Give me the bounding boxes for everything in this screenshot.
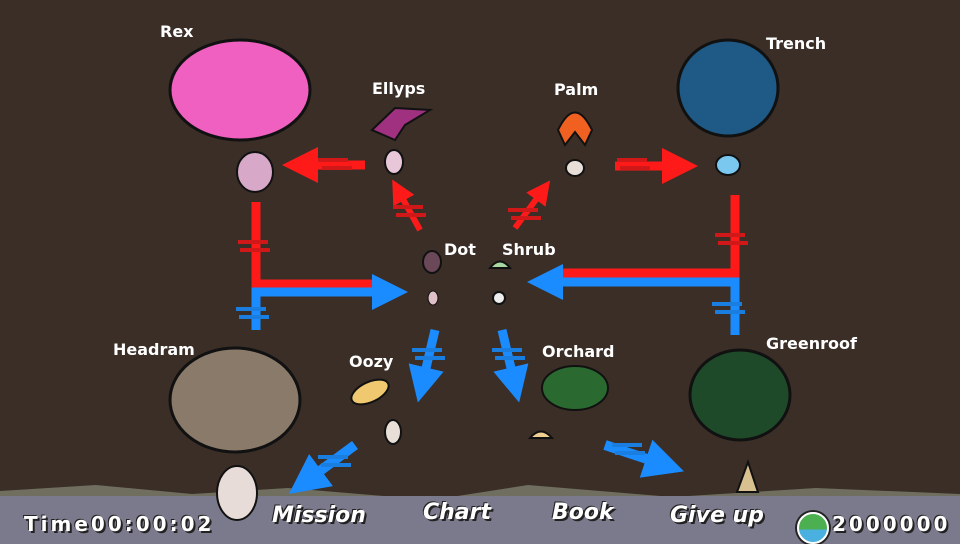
label-rex[interactable]: Rex	[160, 22, 194, 41]
orchard-seed[interactable]	[527, 430, 555, 439]
leaf-points-icon	[797, 512, 829, 544]
palm-seed[interactable]	[565, 159, 585, 177]
label-dot[interactable]: Dot	[444, 240, 476, 259]
label-palm[interactable]: Palm	[554, 80, 599, 99]
give-up-button[interactable]: Give up	[670, 503, 764, 528]
arrow-dot-to-ellyps	[392, 179, 423, 232]
label-trench[interactable]: Trench	[766, 34, 827, 53]
headram-egg[interactable]	[216, 465, 258, 521]
orchard-creature[interactable]	[541, 365, 609, 411]
greenroof-seed[interactable]	[735, 458, 760, 493]
ellyps-egg[interactable]	[384, 149, 404, 175]
brick-icons	[238, 158, 748, 252]
arrow-to-dot-blue	[251, 274, 408, 330]
rex-creature[interactable]	[168, 38, 312, 142]
chart-button[interactable]: Chart	[423, 500, 492, 525]
oozy-egg[interactable]	[384, 419, 402, 445]
line-rex-down	[251, 202, 380, 289]
shrub-seed[interactable]	[492, 291, 506, 305]
book-button[interactable]: Book	[552, 500, 614, 525]
points-value: 2000000	[832, 512, 951, 536]
brick-icons-blue	[236, 302, 745, 467]
mission-button[interactable]: Mission	[272, 503, 366, 528]
label-shrub[interactable]: Shrub	[502, 240, 556, 259]
label-greenroof[interactable]: Greenroof	[766, 334, 857, 353]
shrub-creature[interactable]	[487, 260, 513, 269]
trench-seed[interactable]	[715, 154, 741, 176]
ellyps-creature[interactable]	[370, 106, 434, 142]
dot-seed[interactable]	[427, 290, 439, 306]
label-orchard[interactable]: Orchard	[542, 342, 615, 361]
time-value: 00:00:02	[90, 512, 215, 536]
label-headram[interactable]: Headram	[113, 340, 195, 359]
headram-creature[interactable]	[168, 346, 302, 454]
dot-creature[interactable]	[422, 250, 442, 274]
rex-egg[interactable]	[236, 151, 274, 193]
greenroof-creature[interactable]	[688, 348, 792, 442]
line-trench-down	[560, 195, 740, 278]
oozy-creature[interactable]	[348, 374, 393, 409]
timer: Time00:00:02	[24, 512, 214, 536]
palm-creature[interactable]	[556, 111, 594, 147]
time-label: Time	[24, 512, 91, 536]
label-ellyps[interactable]: Ellyps	[372, 79, 426, 98]
arrow-to-shrub-blue	[527, 264, 740, 335]
label-oozy[interactable]: Oozy	[349, 352, 394, 371]
trench-creature[interactable]	[676, 38, 780, 138]
